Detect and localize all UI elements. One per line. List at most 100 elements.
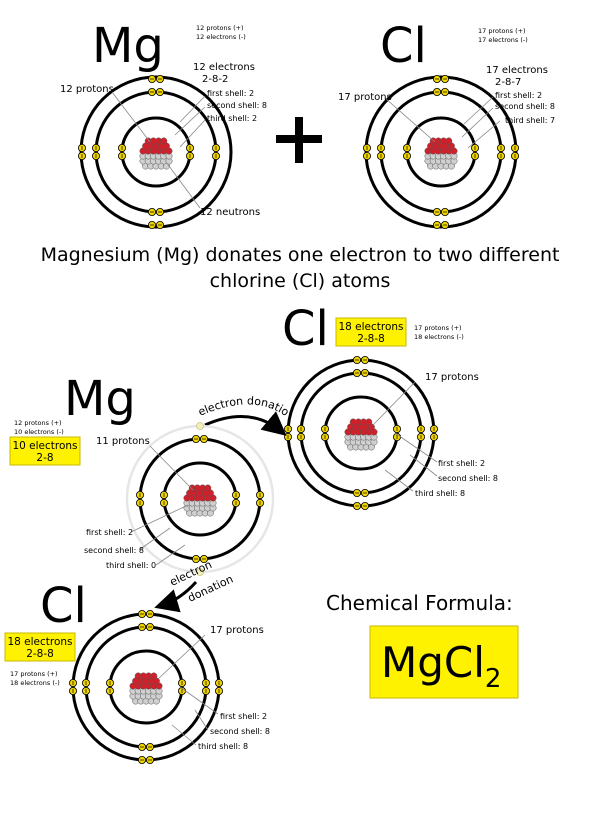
electron-pair — [147, 207, 164, 216]
bottom-cl-atom: Cl 18 electrons 2-8-8 17 protons (+) 18 … — [4, 578, 270, 765]
bottom-cl-shell1-label: first shell: 2 — [220, 712, 267, 721]
formula-box — [369, 625, 519, 699]
right-cl-shell1-label: first shell: 2 — [438, 459, 485, 468]
top-mg-nucleus — [139, 137, 173, 170]
top-cl-symbol: Cl — [380, 18, 427, 74]
right-cl-shell-1 — [323, 395, 399, 471]
electron-pair — [137, 756, 154, 765]
mid-mg-shell3-label: third shell: 0 — [106, 561, 156, 570]
electron-pair — [432, 75, 449, 84]
electron-pair — [92, 144, 101, 161]
top-mg-shell3-label: third shell: 2 — [207, 114, 257, 123]
formula-label: Chemical Formula: — [326, 591, 513, 615]
right-cl-shell3-label: third shell: 8 — [415, 489, 465, 498]
top-cl-shell-2 — [379, 90, 503, 214]
top-cl-protons-label: 17 protons — [338, 92, 392, 103]
bottom-cl-box-line2: 2-8-8 — [26, 648, 54, 660]
electron-pair — [201, 678, 210, 695]
top-mg-shell-3 — [79, 75, 233, 229]
right-cl-electron-box — [335, 317, 407, 347]
top-mg-electron-count: 12 electrons (-) — [196, 33, 246, 41]
electron-pair — [403, 143, 412, 160]
electron-pair — [160, 490, 169, 507]
bottom-cl-electron-count: 18 electrons (-) — [10, 679, 60, 687]
top-mg-shell-2 — [94, 90, 218, 214]
bottom-cl-shell3-label: third shell: 8 — [198, 742, 248, 751]
mid-mg-electron-box — [9, 436, 81, 466]
top-mg-neutrons-label: 12 neutrons — [200, 207, 260, 218]
top-mg-config: 2-8-2 — [202, 74, 228, 85]
electron-pair — [147, 75, 164, 84]
bottom-cl-electron-box — [4, 632, 76, 662]
electron-pair — [432, 88, 449, 97]
right-cl-protons-label: 17 protons — [425, 372, 479, 383]
proton — [445, 137, 453, 145]
mid-mg-shell-2 — [138, 437, 262, 561]
plus-sign: + — [276, 117, 322, 163]
electron-pair — [177, 678, 186, 695]
mid-mg-shell2-label: second shell: 8 — [84, 546, 144, 555]
top-mg-shell1-label: first shell: 2 — [207, 89, 254, 98]
top-cl-config: 2-8-7 — [495, 77, 521, 88]
top-cl-electrons-label: 17 electrons — [486, 65, 548, 76]
bottom-cl-shell-2 — [84, 625, 208, 749]
electron-pair — [432, 207, 449, 216]
electron-pair — [118, 144, 127, 161]
right-cl-box-line2: 2-8-8 — [357, 333, 385, 345]
top-cl-shell2-label: second shell: 8 — [495, 102, 555, 111]
electron-pair — [136, 490, 145, 507]
bottom-cl-protons-label: 17 protons — [210, 625, 264, 636]
electron-pair — [81, 679, 90, 696]
chemical-formula: Chemical Formula: MgCl2 — [326, 591, 519, 699]
electron-pair — [432, 220, 449, 229]
mid-mg-lost-electron-1 — [196, 422, 204, 430]
mid-mg-protons-label: 11 protons — [96, 436, 150, 447]
bottom-cl-symbol: Cl — [40, 578, 87, 634]
electron-pair — [352, 488, 369, 497]
electron-pair — [191, 555, 208, 564]
top-cl-nucleus — [424, 137, 458, 170]
electron-pair — [191, 434, 208, 443]
mid-mg-shell1-label: first shell: 2 — [86, 528, 133, 537]
right-cl-shell-2 — [299, 371, 423, 495]
top-mg-shell-1 — [120, 116, 192, 188]
mid-mg-electrons — [136, 434, 265, 564]
electron-pair — [78, 144, 87, 161]
mid-mg-atom: Mg 12 protons (+) 10 electrons (-) 10 el… — [9, 371, 275, 576]
bottom-cl-proton-count: 17 protons (+) — [10, 670, 58, 678]
electron-pair — [511, 143, 520, 161]
top-cl-shell-1 — [405, 116, 477, 188]
electron-pair — [137, 610, 154, 619]
mid-mg-nucleus — [183, 484, 217, 517]
top-mg-proton-count: 12 protons (+) — [196, 24, 244, 32]
top-cl-shell3-label: third shell: 7 — [505, 116, 555, 125]
electron-pair — [417, 424, 426, 441]
electron-pair — [377, 143, 386, 160]
top-cl-shell-3 — [364, 75, 518, 229]
top-cl-electrons — [363, 75, 520, 229]
proton — [150, 672, 158, 680]
mid-mg-shell-1 — [162, 461, 238, 537]
top-mg-shell2-label: second shell: 8 — [207, 101, 267, 110]
top-cl-shell1-label: first shell: 2 — [495, 91, 542, 100]
bottom-cl-electrons — [68, 610, 223, 765]
electron-pair — [232, 490, 241, 507]
mid-mg-box-line2: 2-8 — [36, 452, 53, 464]
electron-pair — [256, 490, 265, 507]
caption-line-2: chlorine (Cl) atoms — [210, 270, 391, 292]
electron-pair — [352, 368, 369, 377]
electron-pair — [68, 679, 77, 696]
top-mg-electrons — [78, 75, 221, 229]
bottom-cl-box-line1: 18 electrons — [7, 636, 72, 648]
bottom-cl-shell-1 — [108, 649, 184, 725]
right-cl-symbol: Cl — [282, 301, 329, 357]
electron-pair — [297, 424, 306, 441]
right-cl-proton-count: 17 protons (+) — [414, 324, 462, 332]
formula-main: MgCl2 — [381, 638, 501, 694]
electron-pair — [471, 143, 480, 160]
right-cl-nucleus — [344, 418, 378, 451]
top-mg-symbol: Mg — [92, 18, 164, 74]
electron-pair — [147, 220, 164, 229]
mid-mg-proton-count: 12 protons (+) — [14, 419, 62, 427]
